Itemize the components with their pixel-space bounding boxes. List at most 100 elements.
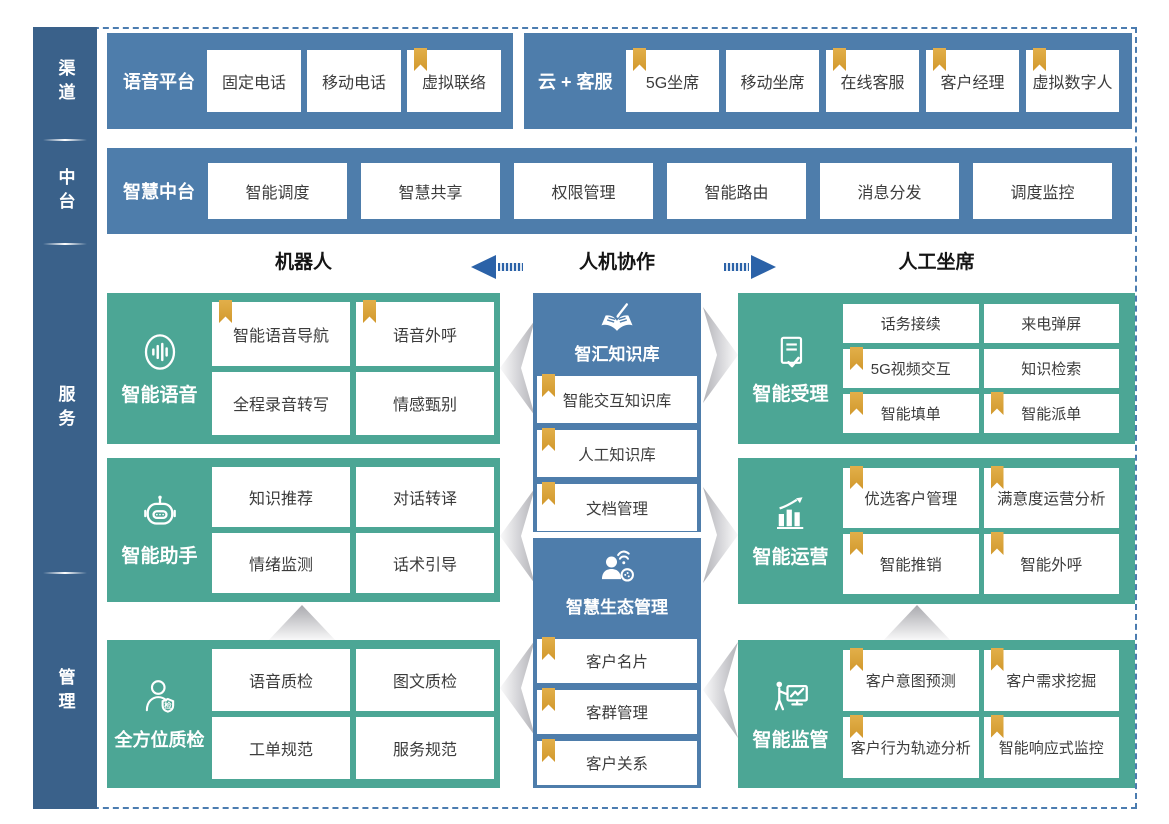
bookmark-icon [990,392,1004,415]
group-label-zone: 智能监管 [738,640,843,788]
sidebar-section-management: 管理 [33,574,97,809]
item-box: 智能派单 [983,392,1119,433]
item-box: 优选客户管理 [843,466,979,528]
item-box: 客户需求挖掘 [983,648,1119,711]
panel-title: 智慧中台 [123,182,195,202]
item-box: 人工知识库 [537,428,697,477]
item-box: 客户经理 [926,48,1019,112]
quality-inspector-icon: 检 [139,677,181,719]
item-box: 5G视频交互 [843,347,979,388]
voice-icon [139,331,181,373]
arrow-left-icon [471,255,525,279]
panel-items: 固定电话 移动电话 虚拟联络 [207,48,507,112]
item-label: 移动电话 [321,75,386,92]
item-box: 客户意图预测 [843,648,979,711]
item-label: 调度监控 [1010,185,1075,202]
item-box: 智能填单 [843,392,979,433]
group-title: 全方位质检 [114,729,205,750]
bookmark-icon [990,715,1004,738]
item-box: 虚拟数字人 [1026,48,1119,112]
group-items: 话务接续 来电弹屏 5G视频交互 知识检索 智能填单 智能派单 [843,293,1135,444]
item-box: 权限管理 [514,163,653,219]
item-box: 在线客服 [826,48,919,112]
item-label: 5G视频交互 [870,361,951,378]
bookmark-icon [990,466,1004,489]
item-box: 文档管理 [537,482,697,531]
group-smart-assistant: 智能助手 知识推荐 对话转译 情绪监测 话术引导 [107,458,500,602]
sidebar-label: 中台 [55,168,75,216]
sidebar-label: 管理 [55,667,75,716]
item-box: 智能路由 [667,163,806,219]
item-box: 消息分发 [820,163,959,219]
chart-growth-icon [770,493,812,535]
panel-header: 智慧生态管理 [533,547,701,618]
item-label: 智能外呼 [1020,557,1083,574]
group-title: 智能监管 [752,730,829,751]
supervision-presenter-icon [770,676,812,718]
bookmark-icon [219,300,232,323]
group-label-zone: 检 全方位质检 [107,640,212,788]
item-box: 情绪监测 [212,533,350,593]
bookmark-icon [542,637,555,660]
item-box: 智能语音导航 [212,300,350,366]
sidebar-divider [43,139,87,141]
bookmark-icon [850,392,863,415]
item-label: 智能派单 [1021,406,1082,423]
item-label: 智慧共享 [398,185,463,202]
sidebar-label: 服务 [55,384,75,433]
item-box: 话务接续 [843,304,979,343]
item-box: 情感甄别 [356,371,494,435]
item-label: 智能推销 [879,557,942,574]
group-quality-inspection: 检 全方位质检 语音质检 图文质检 工单规范 服务规范 [107,640,500,788]
item-label: 知识检索 [1021,361,1082,378]
item-box: 工单规范 [212,717,350,779]
item-label: 语音质检 [248,674,313,691]
item-label: 全程录音转写 [232,397,329,415]
group-title: 智能运营 [752,547,829,568]
item-label: 客户名片 [585,654,648,671]
item-box: 智慧共享 [361,163,500,219]
sidebar-label: 渠道 [55,59,75,107]
item-label: 智能填单 [880,406,941,423]
item-label: 智能调度 [245,185,310,202]
bookmark-icon [990,532,1004,555]
item-label: 虚拟联络 [421,75,486,92]
item-label: 对话转译 [392,491,457,508]
ecosystem-person-icon [594,547,640,591]
panel-header: 智汇知识库 [533,300,701,365]
bookmark-icon [1033,48,1046,71]
item-label: 客群管理 [585,705,648,722]
item-box: 语音外呼 [356,300,494,366]
bookmark-icon [633,48,646,71]
item-box: 来电弹屏 [983,304,1119,343]
bookmark-icon [363,300,376,323]
sidebar-divider [43,243,87,245]
item-label: 文档管理 [585,500,648,518]
panel-items: 5G坐席 移动坐席 在线客服 客户经理 虚拟数字人 [626,48,1126,112]
bookmark-icon [414,48,427,71]
layer-sidebar: 渠道 中台 服务 管理 [33,27,97,809]
item-label: 图文质检 [392,674,457,691]
item-box: 全程录音转写 [212,371,350,435]
document-check-icon [771,332,811,372]
item-label: 客户需求挖掘 [1006,673,1097,690]
item-label: 虚拟数字人 [1032,75,1113,92]
bookmark-icon [850,715,863,738]
group-items: 客户意图预测 客户需求挖掘 客户行为轨迹分析 智能响应式监控 [843,640,1135,788]
panel-title: 语音平台 [123,72,195,92]
item-label: 智能语音导航 [232,327,329,345]
knowledge-book-icon [595,300,639,338]
sidebar-section-channel: 渠道 [33,27,97,139]
panel-title: 智慧生态管理 [566,598,668,617]
item-box: 调度监控 [973,163,1112,219]
item-label: 客户关系 [585,756,648,773]
group-label-zone: 智能受理 [738,293,843,444]
item-label: 客户意图预测 [865,673,956,690]
item-label: 情绪监测 [248,557,313,574]
group-label-zone: 智能运营 [738,458,843,604]
group-items: 语音质检 图文质检 工单规范 服务规范 [212,640,500,788]
item-box: 移动电话 [307,50,401,112]
item-box: 客群管理 [537,688,697,734]
item-label: 移动坐席 [740,75,805,92]
